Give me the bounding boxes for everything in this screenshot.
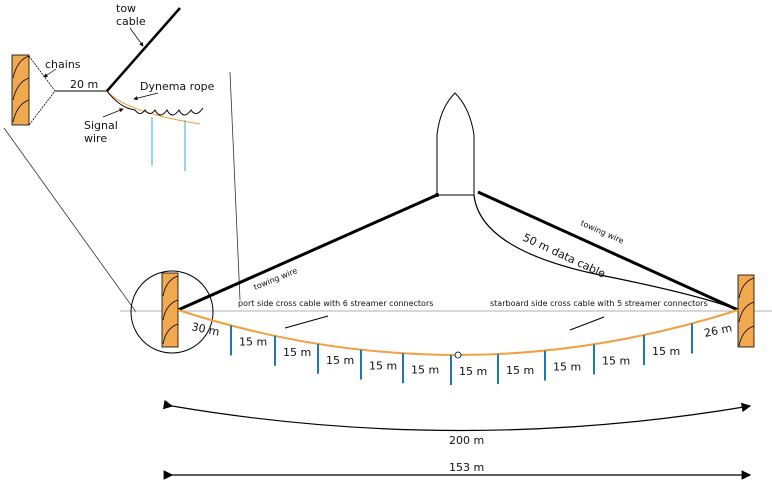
spacing-label: 15 m (239, 335, 267, 348)
spacing-label: 15 m (652, 345, 680, 358)
center-connector-icon (454, 351, 462, 359)
inset-detail: tow cable chains 20 m Dynema rope Signal… (11, 2, 215, 171)
inset-zoom-circle (130, 270, 214, 354)
dynema-label: Dynema rope (140, 80, 215, 93)
arc-span-arrow (162, 399, 752, 432)
port-offset-label: 30 m (190, 320, 220, 339)
streamers (230, 323, 693, 385)
spacing-label: 15 m (506, 364, 534, 377)
trawl-door-icon (11, 54, 30, 126)
spacing-label: 15 m (283, 346, 311, 359)
spacing-label: 15 m (459, 365, 487, 378)
spacing-label: 15 m (369, 360, 397, 373)
starboard-cable-label: starboard side cross cable with 5 stream… (490, 299, 708, 308)
distance-label: 20 m (70, 78, 98, 91)
port-cable-label: port side cross cable with 6 streamer co… (238, 299, 433, 308)
tow-cable-line (106, 7, 181, 92)
towing-wire-starboard (477, 190, 739, 312)
arc-span-label: 200 m (449, 434, 484, 447)
dynema-rope-line (106, 90, 201, 125)
tow-cable-label: cable (116, 15, 146, 28)
signal-wire-label: wire (84, 132, 107, 145)
port-trawl-door-icon (161, 272, 179, 348)
tow-cable-label: tow (116, 2, 136, 15)
spacing-label: 15 m (411, 363, 439, 376)
spacing-label: 15 m (602, 354, 630, 367)
starboard-trawl-door-icon (737, 274, 755, 348)
zoom-guide-line (229, 71, 241, 301)
ship-icon (436, 92, 475, 196)
data-cable (473, 194, 739, 311)
spacing-label: 15 m (553, 361, 581, 374)
signal-wire-line (106, 90, 204, 116)
spacing-label: 15 m (326, 354, 354, 367)
starboard-offset-label: 26 m (703, 321, 733, 340)
straight-span-label: 153 m (449, 461, 484, 474)
towing-wire-port (177, 193, 438, 312)
signal-wire-label: Signal (84, 119, 118, 132)
towing-wire-port-label: towing wire (252, 266, 298, 292)
chains-label: chains (45, 58, 81, 71)
zoom-guide-line (3, 127, 137, 313)
